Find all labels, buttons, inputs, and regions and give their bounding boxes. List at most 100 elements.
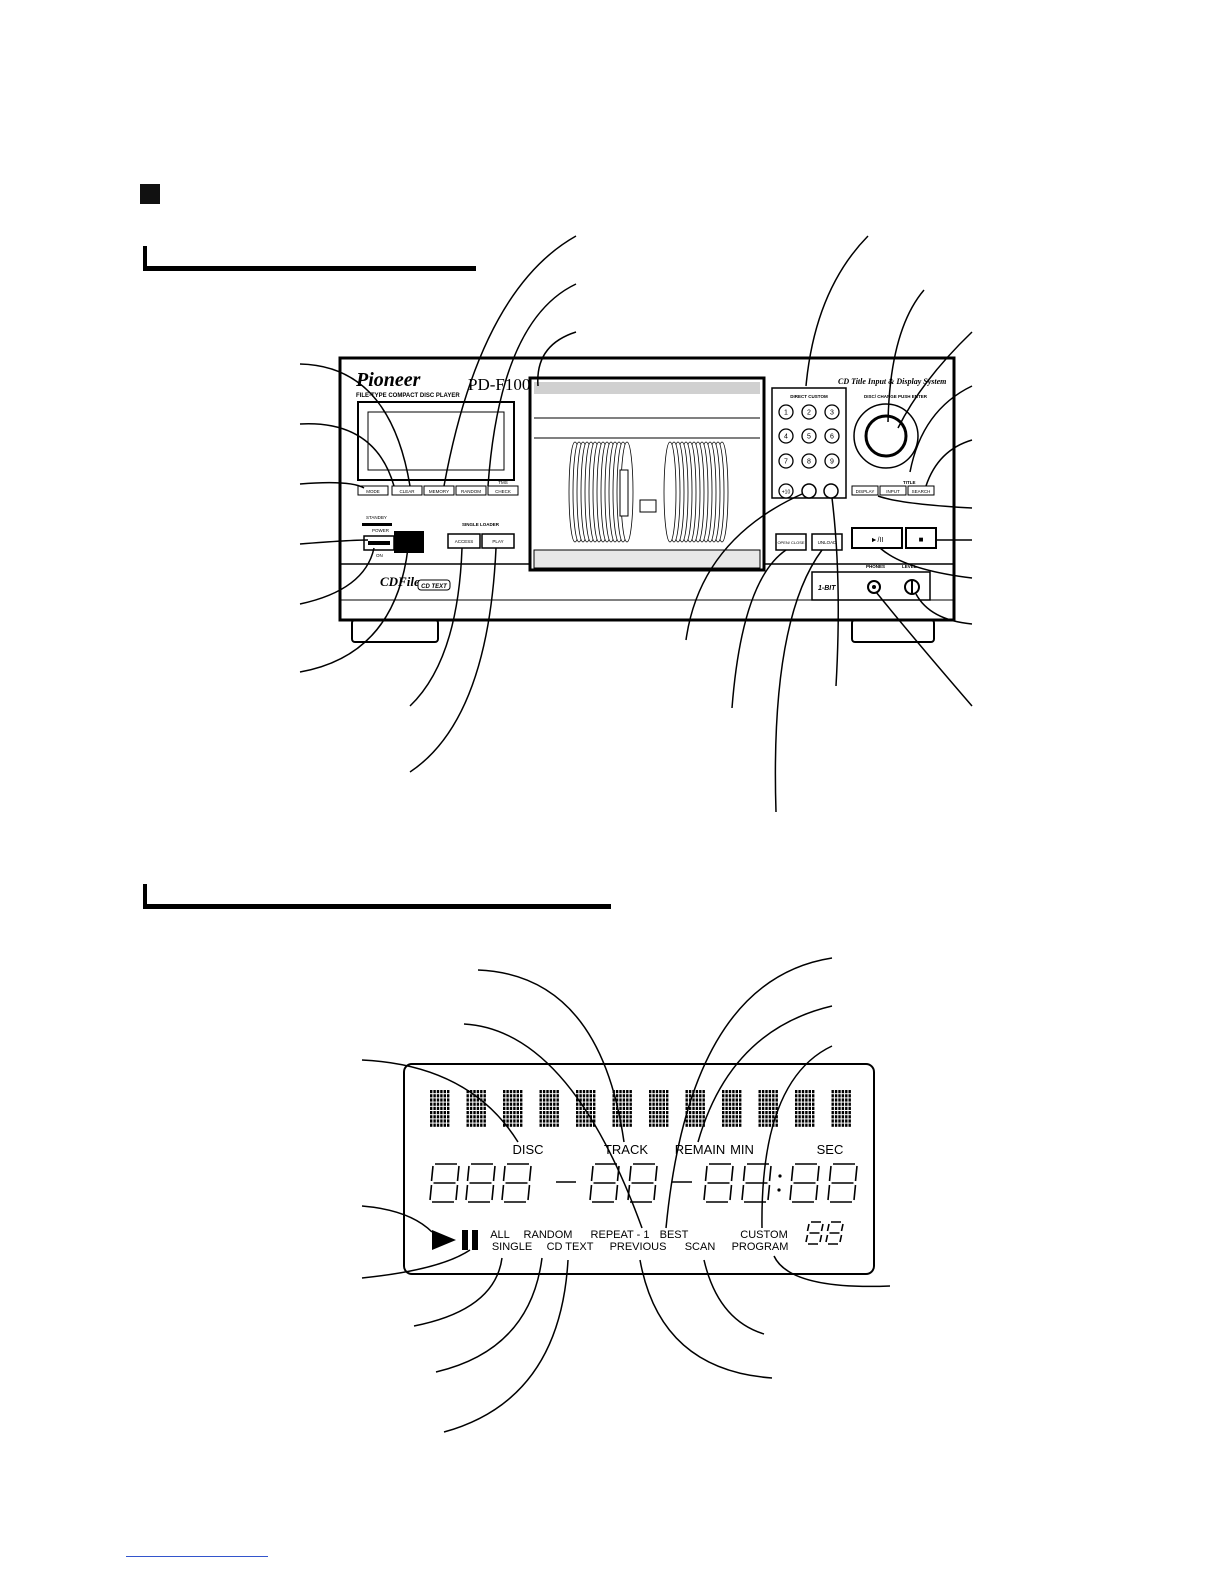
keypad-button-3[interactable] <box>824 404 840 420</box>
dot-matrix-row <box>430 1090 851 1127</box>
keypad-button-8[interactable] <box>801 453 817 469</box>
dot-matrix-char <box>539 1090 559 1127</box>
search-button[interactable]: SEARCH <box>907 485 935 496</box>
stop-button[interactable]: ■ <box>905 527 937 549</box>
disc-stack <box>568 441 729 543</box>
power-on-label: ON <box>376 553 383 558</box>
seven-segment-digit <box>825 1221 844 1245</box>
power-label: POWER <box>372 528 390 533</box>
one-bit-logo: 1-BIT <box>818 585 836 592</box>
display-window <box>357 401 515 481</box>
display-callout-lines <box>361 957 891 1433</box>
title-label: TITLE <box>903 480 916 485</box>
svg-text:PLAY: PLAY <box>492 539 503 544</box>
dot-matrix-char <box>466 1090 486 1127</box>
seven-segment-digit <box>703 1163 734 1203</box>
remote-sensor <box>394 531 424 553</box>
model-name: PD-F1007 <box>468 375 539 394</box>
svg-text:MODE: MODE <box>366 489 380 494</box>
svg-text:►/II: ►/II <box>871 537 884 544</box>
keypad-button-plus10[interactable] <box>778 483 794 499</box>
seven-segment-digit <box>501 1163 532 1203</box>
seven-segment-digit <box>589 1163 620 1203</box>
svg-text:MEMORY: MEMORY <box>429 489 449 494</box>
dot-matrix-char <box>722 1090 742 1127</box>
phones-label: PHONES <box>866 564 885 569</box>
memory-button[interactable]: MEMORY <box>423 485 455 496</box>
svg-text:OPEN/ CLOSE: OPEN/ CLOSE <box>777 540 804 545</box>
dot-matrix-char <box>795 1090 815 1127</box>
compartment-top-highlight <box>534 382 760 394</box>
keypad-label-2: 2 <box>807 410 811 417</box>
mode-button[interactable]: MODE <box>357 485 389 496</box>
previous-indicator: PREVIOUS <box>610 1241 667 1253</box>
keypad-button-1[interactable] <box>778 404 794 420</box>
svg-text:RANDOM: RANDOM <box>461 489 481 494</box>
section-heading-rule-2 <box>143 884 147 908</box>
access-button[interactable]: ACCESS <box>447 533 481 549</box>
min-indicator: MIN <box>730 1142 754 1157</box>
random-indicator: RANDOM <box>524 1229 573 1241</box>
sec-indicator: SEC <box>817 1142 844 1157</box>
display-button[interactable]: DISPLAY <box>851 485 879 496</box>
seven-segment-digit <box>429 1163 460 1203</box>
disc-indicator: DISC <box>512 1142 543 1157</box>
remain-indicator: REMAIN <box>675 1142 726 1157</box>
unload-button[interactable]: UNLOAD <box>811 533 843 551</box>
tms-label: TMS <box>498 480 508 485</box>
direct-custom-label: DIRECT CUSTOM <box>790 394 828 399</box>
level-label: LEVEL <box>902 564 917 569</box>
svg-text:INPUT: INPUT <box>886 489 900 494</box>
input-button[interactable]: INPUT <box>879 485 907 496</box>
keypad-label-9: 9 <box>830 459 834 466</box>
seven-segment-digit <box>465 1163 496 1203</box>
keypad-button-9[interactable] <box>824 453 840 469</box>
seven-segment-digits <box>429 1163 858 1245</box>
dot-matrix-char <box>430 1090 450 1127</box>
open-close-button[interactable]: OPEN/ CLOSE <box>775 533 807 551</box>
disc-change-label: DISC/ CHANGE <box>864 394 897 399</box>
keypad-label-5: 5 <box>807 434 811 441</box>
best-indicator: BEST <box>660 1229 689 1241</box>
skip-forward-button[interactable] <box>823 483 839 499</box>
clear-button[interactable]: CLEAR <box>391 485 423 496</box>
jog-dial[interactable] <box>864 414 908 458</box>
seven-segment-digit <box>805 1221 824 1245</box>
dot-matrix-char <box>685 1090 705 1127</box>
single-loader-play-button[interactable]: PLAY <box>481 533 515 549</box>
check-button[interactable]: CHECK <box>487 485 519 496</box>
section-heading-rule-2-bar <box>143 904 611 909</box>
repeat-1-indicator: REPEAT - 1 <box>591 1229 650 1241</box>
random-button[interactable]: RANDOM <box>455 485 487 496</box>
skip-back-button[interactable] <box>801 483 817 499</box>
seven-segment-digit <box>627 1163 658 1203</box>
keypad-button-5[interactable] <box>801 428 817 444</box>
brand-logo: Pioneer <box>355 369 421 391</box>
keypad-label-8: 8 <box>807 459 811 466</box>
cd-text-indicator: CD TEXT <box>547 1241 594 1253</box>
cd-text-badge: CD TEXT <box>417 579 451 591</box>
svg-text:DISPLAY: DISPLAY <box>856 489 875 494</box>
section-heading-rule-1-bar <box>143 266 476 271</box>
keypad-label-plus10: +10 <box>782 490 791 496</box>
keypad-button-2[interactable] <box>801 404 817 420</box>
section-marker-square <box>140 184 160 204</box>
svg-text:UNLOAD: UNLOAD <box>818 540 838 545</box>
play-pause-button[interactable]: ►/II <box>851 527 903 549</box>
seven-segment-digit <box>789 1163 820 1203</box>
keypad-button-4[interactable] <box>778 428 794 444</box>
svg-text:CD TEXT: CD TEXT <box>421 584 448 590</box>
pause-icon-bar-2 <box>472 1230 478 1250</box>
all-indicator: ALL <box>490 1229 510 1241</box>
push-enter-label: PUSH ENTER <box>898 394 928 399</box>
single-indicator: SINGLE <box>492 1241 532 1253</box>
dot-matrix-char <box>503 1090 523 1127</box>
footer-rule <box>126 1556 268 1557</box>
standby-label: STANDBY <box>366 515 387 520</box>
section-heading-rule-1 <box>143 246 147 270</box>
keypad-button-6[interactable] <box>824 428 840 444</box>
svg-text:ACCESS: ACCESS <box>455 539 474 544</box>
keypad-button-7[interactable] <box>778 453 794 469</box>
